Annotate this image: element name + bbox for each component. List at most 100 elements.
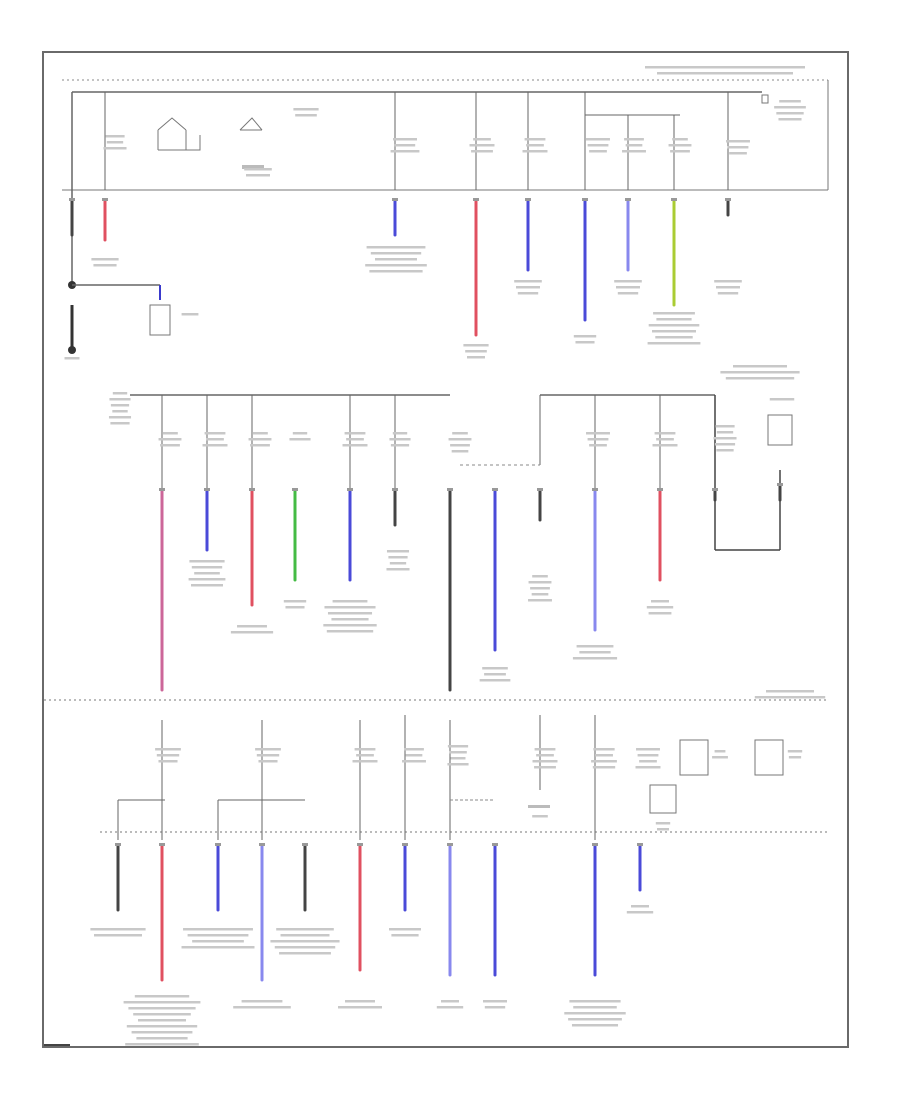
illegible-label [528,599,552,602]
illegible-label [441,1000,459,1003]
illegible-label [285,606,305,609]
illegible-label [714,280,742,283]
illegible-label [766,690,814,693]
connector-icon [115,843,121,846]
connector-icon [402,843,408,846]
upper-fuse-box [62,79,829,354]
illegible-label [450,757,466,760]
illegible-label [189,560,225,563]
illegible-label [589,150,607,153]
illegible-label [727,146,749,149]
connector-icon [102,198,108,201]
illegible-label [447,745,469,748]
illegible-label [657,828,669,831]
illegible-label [726,140,750,143]
illegible-label [246,174,270,177]
illegible-label [787,750,803,753]
illegible-label [241,1000,283,1003]
illegible-label [471,150,493,153]
illegible-label [788,756,802,759]
illegible-label [352,760,378,763]
connector-icon [215,843,221,846]
illegible-label [388,556,408,559]
illegible-label [451,450,469,453]
illegible-label [575,341,595,344]
illegible-label [233,1006,291,1009]
illegible-label [331,618,369,621]
illegible-label [188,578,226,581]
connector-icon [357,843,363,846]
illegible-label [648,324,700,327]
illegible-label [109,398,131,401]
illegible-label [572,657,618,660]
connector-icon [392,488,398,491]
illegible-label [448,438,472,441]
illegible-label [289,438,311,441]
illegible-label [714,443,736,446]
illegible-label [389,438,411,441]
illegible-label [626,911,654,914]
illegible-label [591,760,617,763]
starter-icon [149,304,171,336]
connector-icon [302,843,308,846]
illegible-label [280,934,330,937]
illegible-label [637,754,659,757]
illegible-label [670,150,690,153]
illegible-label [447,763,469,766]
illegible-label [103,147,127,150]
illegible-label [713,437,737,440]
illegible-label [592,766,616,769]
illegible-label [365,264,427,267]
illegible-label [622,150,646,153]
illegible-label [250,444,270,447]
illegible-label [463,344,489,347]
illegible-label [323,624,377,627]
illegible-label [332,600,368,603]
illegible-label [324,606,376,609]
illegible-label [484,1006,506,1009]
illegible-label [191,584,223,587]
illegible-label [631,905,649,908]
illegible-label [778,118,802,121]
connector-icon [528,805,550,808]
illegible-label [346,438,364,441]
illegible-label [482,667,508,670]
illegible-label [579,651,611,654]
illegible-label [654,432,676,435]
illegible-label [656,438,674,441]
illegible-label [389,562,407,565]
illegible-label [524,138,546,141]
faded-labels [64,66,826,1046]
connector-icon [292,488,298,491]
connector-icon [712,488,718,491]
illegible-label [573,335,597,338]
connector-icon [159,843,165,846]
illegible-label [716,286,740,289]
illegible-label [390,150,420,153]
illegible-label [564,1012,626,1015]
illegible-label [206,438,224,441]
illegible-label [479,679,511,682]
illegible-label [270,940,340,943]
illegible-label [393,138,417,141]
illegible-label [656,318,692,321]
illegible-label [386,568,410,571]
illegible-label [587,438,609,441]
relay-icon [767,414,793,446]
illegible-label [484,673,506,676]
illegible-label [64,357,80,360]
connector-icon [625,198,631,201]
illegible-label [138,1019,186,1022]
illegible-label [617,292,639,295]
illegible-label [256,754,280,757]
illegible-label [108,416,132,419]
illegible-label [467,356,485,359]
illegible-label [614,280,642,283]
illegible-label [576,645,614,648]
illegible-label [625,144,643,147]
illegible-label [534,748,556,751]
illegible-label [279,952,331,955]
illegible-label [655,822,671,825]
illegible-label [295,114,317,117]
ignition-switch-icon [157,117,201,151]
